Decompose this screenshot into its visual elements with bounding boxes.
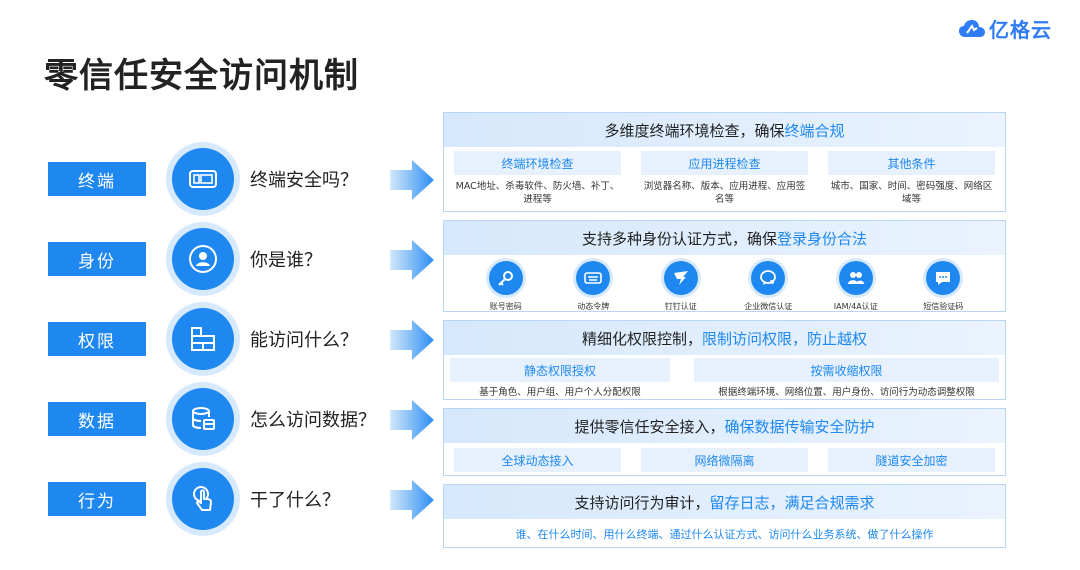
sub-static-permission: 静态权限授权 [450, 358, 670, 382]
row-identity: 身份 你是谁？ [48, 224, 434, 296]
tag-terminal: 终端 [48, 162, 146, 196]
arrow-right-icon [390, 160, 434, 200]
method-token: 动态令牌 [553, 261, 633, 312]
keyboard-icon [576, 261, 611, 295]
key-icon [488, 261, 523, 295]
panel-permission-title: 精细化权限控制，限制访问权限，防止越权 [444, 321, 1005, 355]
question-permission: 能访问什么？ [250, 330, 358, 351]
arrow-right-icon [390, 240, 434, 280]
panel-data: 提供零信任安全接入，确保数据传输安全防护 全球动态接入 网络微隔离 隧道安全加密 [443, 408, 1006, 476]
sub-tunnel-encryption: 隧道安全加密 [828, 448, 995, 472]
method-sms: 短信验证码 [903, 261, 983, 312]
method-dingtalk: 钉钉认证 [641, 261, 721, 312]
panel-behavior-title: 支持访问行为审计，留存日志，满足合规需求 [444, 485, 1005, 519]
behavior-desc: 谁、在什么时间、用什么终端、通过什么认证方式、访问什么业务系统、做了什么操作 [515, 528, 934, 541]
desc-app-process: 浏览器名称、版本、应用进程、应用签名等 [643, 181, 806, 205]
blocks-icon [172, 308, 234, 370]
method-password: 账号密码 [466, 261, 546, 312]
panel-identity: 支持多种身份认证方式，确保登录身份合法 账号密码 动态令牌 钉钉认证 企业微信认… [443, 220, 1006, 312]
page-title: 零信任安全访问机制 [44, 56, 359, 96]
brand-logo: 亿格云 [959, 14, 1052, 43]
desc-terminal-env: MAC地址、杀毒软件、防火墙、补丁、进程等 [455, 181, 620, 205]
panel-terminal: 多维度终端环境检查，确保终端合规 终端环境检查 应用进程检查 其他条件 MAC地… [443, 112, 1006, 212]
question-identity: 你是谁？ [250, 250, 322, 271]
arrow-right-icon [390, 320, 434, 360]
panel-terminal-title: 多维度终端环境检查，确保终端合规 [444, 113, 1005, 147]
dingtalk-icon [663, 261, 698, 295]
row-behavior: 行为 干了什么？ [48, 464, 434, 536]
sub-app-process: 应用进程检查 [641, 151, 808, 175]
sub-other: 其他条件 [828, 151, 995, 175]
desc-other: 城市、国家、时间、密码强度、网络区域等 [830, 181, 993, 205]
question-behavior: 干了什么？ [250, 490, 340, 511]
panel-data-title: 提供零信任安全接入，确保数据传输安全防护 [444, 409, 1005, 443]
row-permission: 权限 能访问什么？ [48, 304, 434, 376]
arrow-right-icon [390, 400, 434, 440]
sub-global-access: 全球动态接入 [454, 448, 621, 472]
sub-dynamic-permission: 按需收缩权限 [694, 358, 999, 382]
terminal-icon [172, 148, 234, 210]
tag-permission: 权限 [48, 322, 146, 356]
database-icon [172, 388, 234, 450]
wecom-icon [751, 261, 786, 295]
tag-identity: 身份 [48, 242, 146, 276]
user-icon [172, 228, 234, 290]
question-terminal: 终端安全吗？ [250, 170, 358, 191]
method-iam: IAM/4A认证 [816, 261, 896, 312]
desc-dynamic-permission: 根据终端环境、网络位置、用户身份、访问行为动态调整权限 [718, 387, 975, 398]
arrow-right-icon [390, 480, 434, 520]
users-icon [838, 261, 873, 295]
sub-micro-segmentation: 网络微隔离 [641, 448, 808, 472]
panel-behavior: 支持访问行为审计，留存日志，满足合规需求 谁、在什么时间、用什么终端、通过什么认… [443, 484, 1006, 548]
tag-behavior: 行为 [48, 482, 146, 516]
logo-text: 亿格云 [989, 18, 1052, 42]
question-data: 怎么访问数据？ [250, 410, 376, 431]
method-wecom: 企业微信认证 [728, 261, 808, 312]
sub-terminal-env: 终端环境检查 [454, 151, 621, 175]
tag-data: 数据 [48, 402, 146, 436]
panel-identity-title: 支持多种身份认证方式，确保登录身份合法 [444, 221, 1005, 255]
row-terminal: 终端 终端安全吗？ [48, 144, 434, 216]
cloud-logo-icon [959, 19, 985, 37]
row-data: 数据 怎么访问数据？ [48, 384, 434, 456]
touch-icon [172, 468, 234, 530]
panel-permission: 精细化权限控制，限制访问权限，防止越权 静态权限授权 按需收缩权限 基于角色、用… [443, 320, 1006, 400]
desc-static-permission: 基于角色、用户组、用户个人分配权限 [479, 387, 641, 398]
sms-icon [926, 261, 961, 295]
